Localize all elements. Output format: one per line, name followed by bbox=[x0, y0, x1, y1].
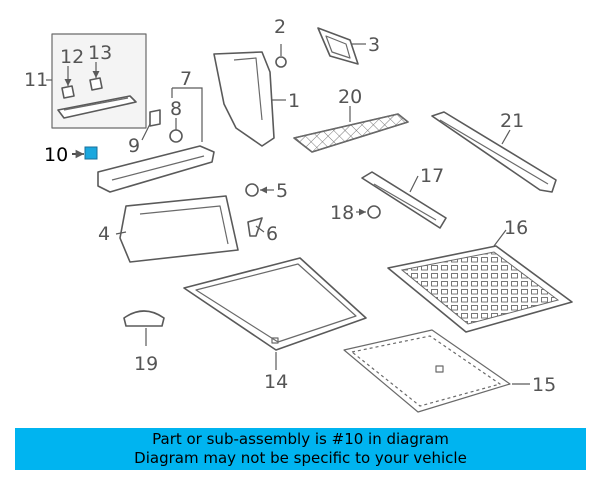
part-15-mat[interactable] bbox=[343, 329, 530, 413]
part-7-trim[interactable] bbox=[97, 87, 215, 193]
callout-20: 20 bbox=[338, 86, 362, 108]
callout-4: 4 bbox=[98, 223, 110, 245]
callout-16: 16 bbox=[504, 217, 528, 239]
part-16-tray[interactable] bbox=[387, 229, 573, 333]
part-13-clip[interactable] bbox=[89, 62, 103, 91]
callout-7: 7 bbox=[180, 68, 192, 90]
banner-line-2: Diagram may not be specific to your vehi… bbox=[134, 449, 467, 467]
callout-13: 13 bbox=[88, 42, 112, 64]
part-8-bolt[interactable] bbox=[169, 118, 183, 143]
callout-14: 14 bbox=[264, 371, 288, 393]
callout-12: 12 bbox=[60, 46, 84, 68]
part-19-cap[interactable] bbox=[123, 310, 165, 346]
part-2-screw[interactable] bbox=[275, 44, 287, 68]
part-12-clip[interactable] bbox=[61, 66, 75, 99]
callout-17: 17 bbox=[420, 165, 444, 187]
part-3-frame[interactable] bbox=[317, 27, 366, 65]
callout-15: 15 bbox=[532, 374, 556, 396]
callout-8: 8 bbox=[170, 98, 182, 120]
info-banner: Part or sub-assembly is #10 in diagram D… bbox=[15, 428, 586, 470]
callout-6: 6 bbox=[266, 223, 278, 245]
callout-9: 9 bbox=[128, 135, 140, 157]
part-10-clip[interactable] bbox=[72, 146, 98, 160]
part-18-fastener[interactable] bbox=[356, 205, 381, 219]
callout-11: 11 bbox=[24, 69, 48, 91]
part-1-panel[interactable] bbox=[213, 51, 286, 147]
part-5-clip[interactable] bbox=[245, 183, 274, 197]
callout-10: 10 bbox=[44, 144, 68, 166]
part-4-trim[interactable] bbox=[115, 195, 239, 263]
callout-1: 1 bbox=[288, 90, 300, 112]
callout-18: 18 bbox=[330, 202, 354, 224]
part-17-rail[interactable] bbox=[361, 171, 447, 229]
part-20-net[interactable] bbox=[293, 106, 409, 153]
part-6-bracket[interactable] bbox=[247, 217, 265, 237]
part-14-board[interactable] bbox=[183, 257, 367, 370]
part-9-clip[interactable] bbox=[141, 109, 161, 141]
callout-19: 19 bbox=[134, 353, 158, 375]
part-21-cover[interactable] bbox=[431, 111, 557, 193]
callout-5: 5 bbox=[276, 180, 288, 202]
callout-2: 2 bbox=[274, 16, 286, 38]
banner-line-1: Part or sub-assembly is #10 in diagram bbox=[152, 430, 449, 448]
callout-21: 21 bbox=[500, 110, 524, 132]
callout-3: 3 bbox=[368, 34, 380, 56]
